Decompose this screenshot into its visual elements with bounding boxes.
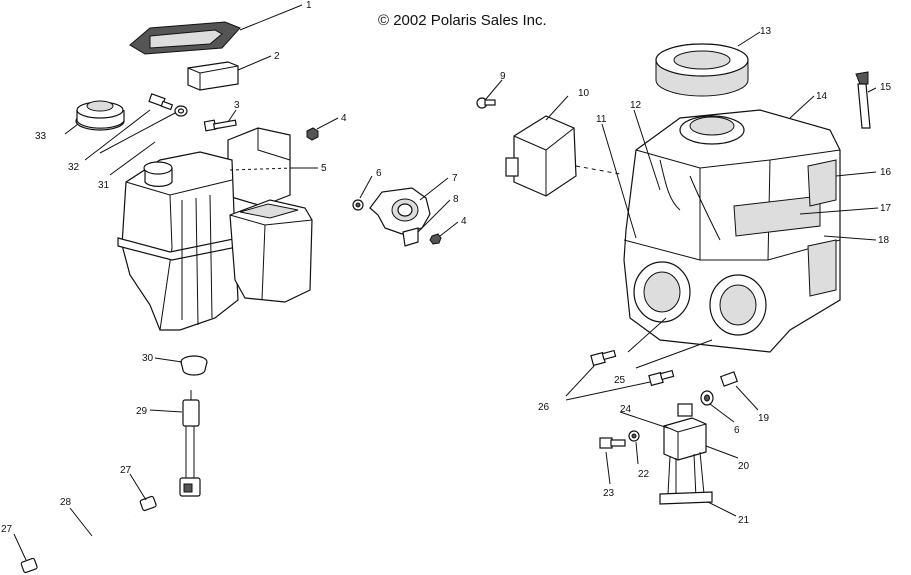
- callout-4b: 4: [461, 216, 467, 227]
- part-damper-assembly: [659, 403, 713, 505]
- callout-5: 5: [321, 163, 327, 174]
- callout-12: 12: [630, 100, 642, 111]
- part-bolt-3: [203, 119, 237, 132]
- leader-lines: [13, 4, 879, 561]
- callout-6b: 6: [734, 425, 740, 436]
- part-strap: [855, 71, 871, 129]
- callout-10: 10: [578, 88, 590, 99]
- callout-22: 22: [638, 469, 650, 480]
- part-level-sensor: [179, 390, 201, 497]
- callout-17: 17: [880, 203, 892, 214]
- callout-2: 2: [274, 51, 280, 62]
- callout-19: 19: [758, 413, 770, 424]
- part-tube-assembly: [20, 495, 157, 574]
- part-foam-block: [187, 61, 239, 91]
- callout-28: 28: [60, 497, 72, 508]
- part-cover-plate: [129, 21, 241, 55]
- callout-8: 8: [453, 194, 459, 205]
- callout-14: 14: [816, 91, 828, 102]
- part-airbox: [623, 109, 841, 353]
- part-screw-washer: [700, 371, 739, 406]
- callout-15: 15: [880, 82, 892, 93]
- callout-25: 25: [614, 375, 626, 386]
- part-grommet: [180, 355, 208, 376]
- callout-1: 1: [306, 0, 312, 11]
- callout-7: 7: [452, 173, 458, 184]
- callout-30: 30: [142, 353, 154, 364]
- callout-26: 26: [538, 402, 550, 413]
- callout-6: 6: [376, 168, 382, 179]
- callout-32: 32: [68, 162, 80, 173]
- part-ring-seal: [655, 43, 749, 97]
- callout-11: 11: [596, 114, 607, 125]
- callout-labels: 1 2 3 4 5 6 7 8 4 9 10 11 12 13 14 15 16…: [1, 0, 892, 535]
- callout-18: 18: [878, 235, 890, 246]
- part-nut-4: [306, 127, 319, 141]
- callout-31: 31: [98, 180, 110, 191]
- part-control-module: [505, 115, 577, 197]
- part-bolts-25-26: [590, 349, 675, 387]
- callout-27b: 27: [1, 524, 13, 535]
- callout-20: 20: [738, 461, 750, 472]
- callout-24: 24: [620, 404, 632, 415]
- part-screw-9: [476, 97, 496, 109]
- part-filler-cap: [75, 100, 125, 131]
- callout-3: 3: [234, 100, 240, 111]
- part-oil-tank: [117, 127, 313, 331]
- callout-33: 33: [35, 131, 47, 142]
- callout-16: 16: [880, 167, 892, 178]
- callout-9: 9: [500, 71, 506, 82]
- callout-29: 29: [136, 406, 148, 417]
- part-screw-washer-22-23: [599, 430, 640, 449]
- callout-13: 13: [760, 26, 772, 37]
- callout-27: 27: [120, 465, 132, 476]
- part-mount-bracket: [352, 187, 442, 247]
- copyright-notice: © 2002 Polaris Sales Inc.: [378, 12, 547, 29]
- callout-21: 21: [738, 515, 750, 526]
- part-bolt-washer: [148, 93, 188, 117]
- callout-23: 23: [603, 488, 615, 499]
- callout-4: 4: [341, 113, 347, 124]
